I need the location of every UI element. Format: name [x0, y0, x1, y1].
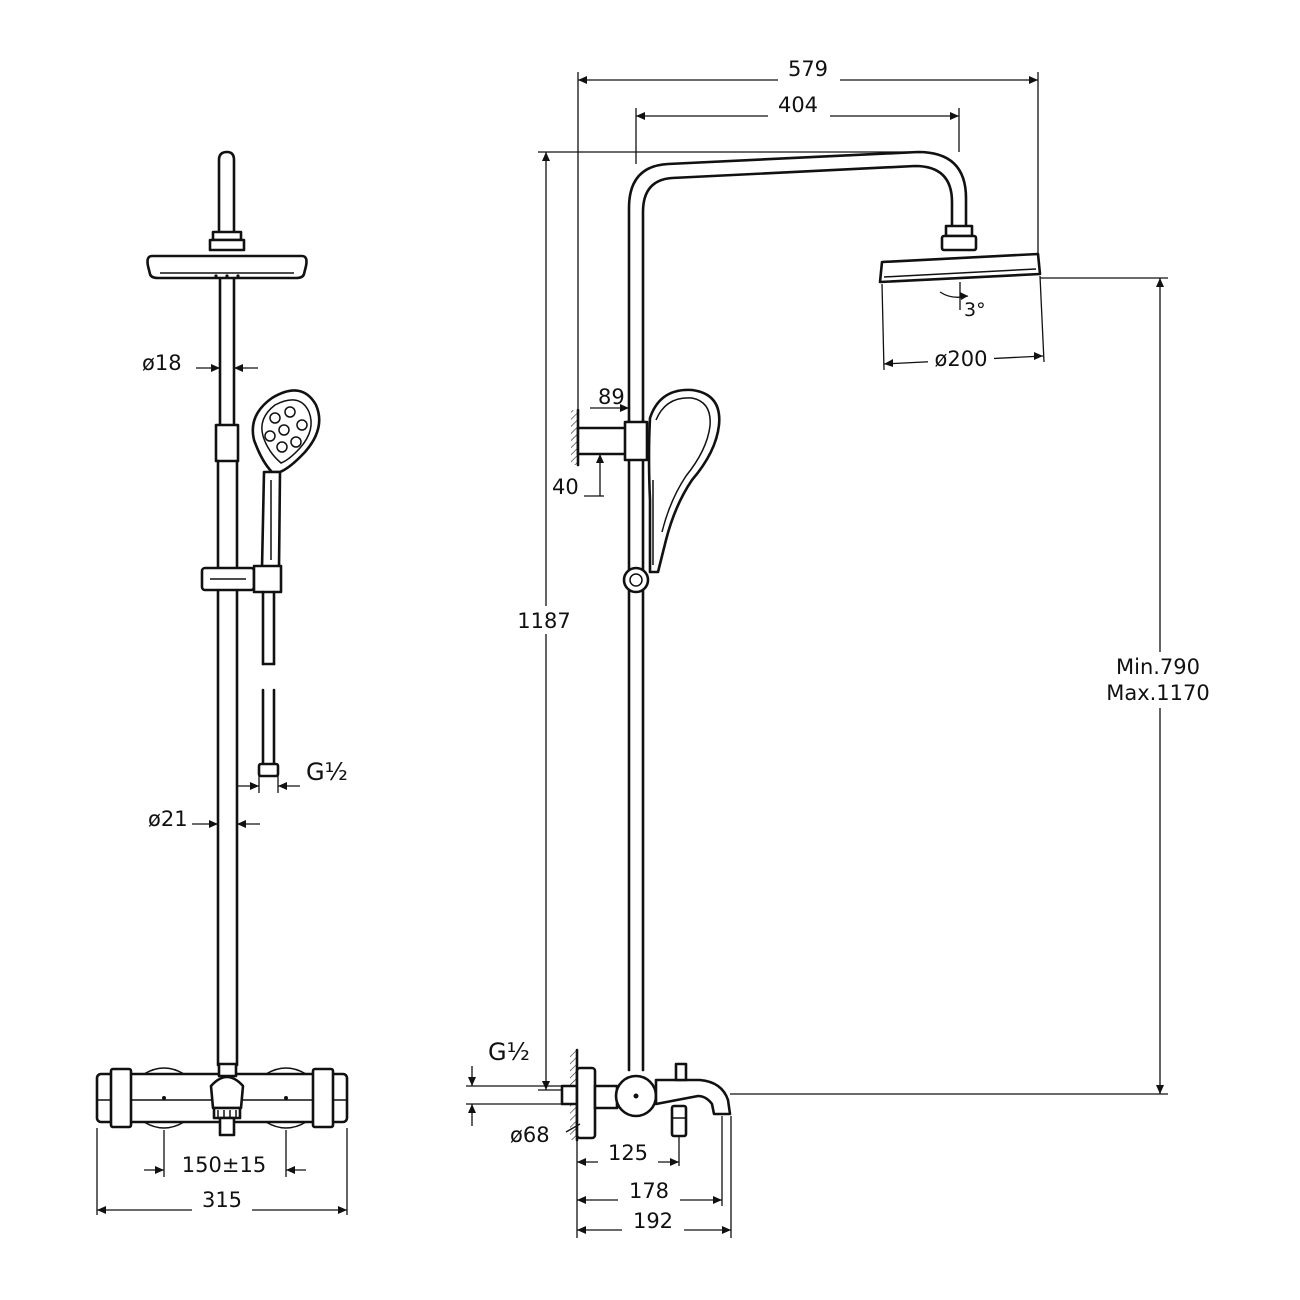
label-125: 125 [608, 1141, 648, 1165]
front-shower-head [146, 254, 308, 280]
dim-holder-height: 40 [552, 453, 604, 499]
label-column-dia: ø21 [148, 807, 188, 831]
front-column [216, 459, 239, 1067]
front-slider-bracket [200, 564, 283, 594]
label-hose-thread: G½ [306, 758, 348, 786]
side-view: 579 404 1187 89 [466, 57, 1212, 1238]
side-wall-bracket [576, 420, 649, 462]
label-holder-offset: 89 [598, 385, 625, 409]
label-head-pipe-dia: ø18 [142, 351, 182, 375]
dim-head-dia: ø200 [881, 275, 1045, 371]
label-head-dia: ø200 [935, 347, 988, 371]
dim-holder-offset: 89 [590, 385, 629, 412]
label-total-height: 1187 [517, 609, 570, 633]
dim-column-dia: ø21 [148, 807, 260, 831]
label-inlet-spacing: 150±15 [182, 1153, 266, 1177]
label-adjust-min: Min.790 [1116, 655, 1200, 679]
wall-hatch-upper [571, 410, 578, 465]
dim-body-width: 315 [96, 1128, 348, 1218]
label-holder-height: 40 [552, 475, 579, 499]
side-column [627, 418, 645, 1072]
dim-192: 192 [577, 1116, 732, 1238]
dim-adjust-range: Min.790 Max.1170 [730, 277, 1212, 1095]
dim-head-tilt: 3° [939, 282, 986, 321]
side-slider-knob [622, 566, 650, 594]
dim-head-pipe-dia: ø18 [142, 351, 258, 375]
label-body-width: 315 [202, 1188, 242, 1212]
dim-hose-thread: G½ [238, 758, 348, 793]
dim-arm-projection: 404 [635, 93, 960, 164]
dim-125: 125 [576, 1136, 680, 1238]
front-hand-shower [251, 389, 321, 570]
side-shower-arm [627, 150, 978, 422]
label-escutcheon-dia: ø68 [510, 1123, 550, 1147]
dim-total-height: 1187 [508, 151, 918, 1091]
label-178: 178 [629, 1179, 669, 1203]
label-adjust-max: Max.1170 [1106, 681, 1210, 705]
label-inlet-thread: G½ [488, 1038, 530, 1066]
dim-escutcheon-dia: ø68 [510, 1123, 581, 1147]
label-total-projection: 579 [788, 57, 828, 81]
label-arm-projection: 404 [778, 93, 818, 117]
front-upper-pipe [214, 276, 240, 463]
side-mixer-body [560, 1062, 732, 1140]
dim-inlet-thread: G½ [466, 1038, 562, 1126]
dim-178: 178 [577, 1116, 723, 1206]
label-192: 192 [633, 1209, 673, 1233]
side-hand-shower [647, 388, 721, 574]
dim-total-projection: 579 [577, 57, 1039, 410]
front-view: ø18 G½ ø21 150±15 [95, 150, 349, 1218]
front-top-pipe [208, 150, 246, 252]
dim-inlet-spacing: 150±15 [144, 1130, 306, 1177]
front-hose [257, 590, 280, 778]
label-head-tilt: 3° [964, 299, 986, 321]
front-mixer-body [95, 1062, 349, 1137]
side-shower-head [878, 252, 1042, 284]
